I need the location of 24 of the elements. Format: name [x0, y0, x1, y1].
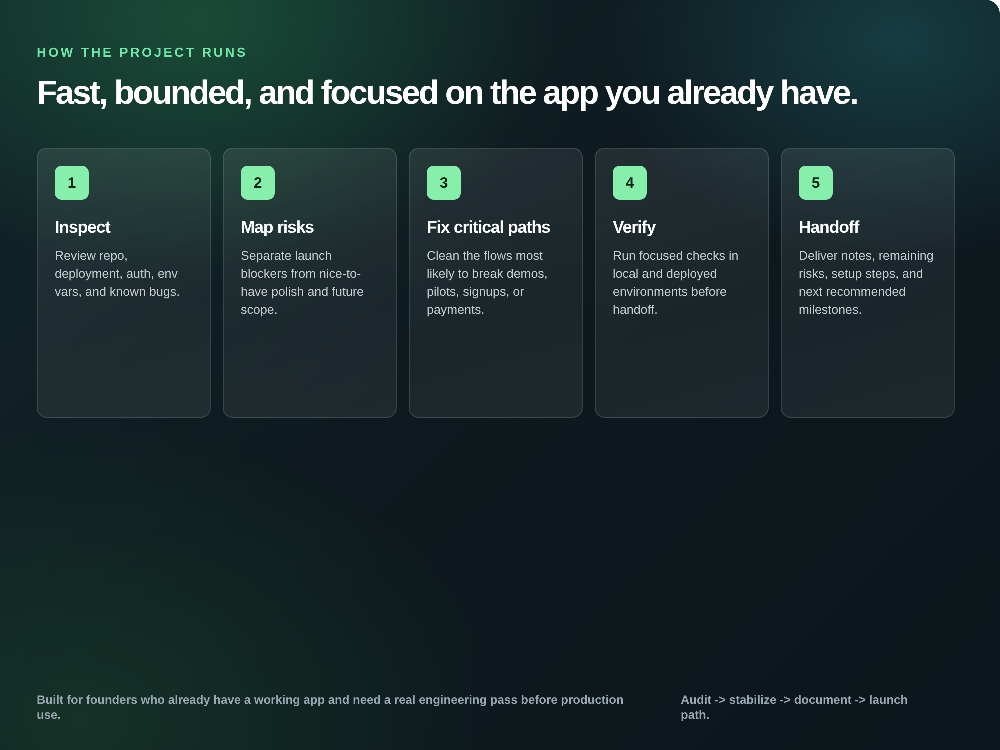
step-title: Map risks	[241, 217, 314, 239]
step-description: Separate launch blockers from nice-to-have polish and future scope.	[241, 248, 366, 319]
step-description: Clean the flows most likely to break demos, pilots, signups, or payments.	[427, 248, 549, 319]
step-card	[595, 148, 769, 418]
step-number: 3	[427, 166, 461, 200]
step-number: 4	[613, 166, 647, 200]
eyebrow-label: HOW THE PROJECT RUNS	[37, 45, 248, 61]
step-description: Run focused checks in local and deployed environments before handoff.	[613, 248, 740, 319]
page-title: Fast, bounded, and focused on the app you already have.	[37, 74, 858, 114]
step-title: Verify	[613, 217, 656, 239]
step-card	[223, 148, 397, 418]
step-title: Fix critical paths	[427, 217, 550, 239]
footer-note: Audit -> stabilize -> document -> launch path.	[681, 693, 910, 723]
step-title: Handoff	[799, 217, 860, 239]
step-description: Review repo, deployment, auth, env vars, and known bugs.	[55, 248, 182, 301]
step-card	[409, 148, 583, 418]
step-title: Inspect	[55, 217, 110, 239]
step-card	[781, 148, 955, 418]
step-number: 2	[241, 166, 275, 200]
step-number: 5	[799, 166, 833, 200]
step-number: 1	[55, 166, 89, 200]
step-description: Deliver notes, remaining risks, setup steps, and next recommended milestones.	[799, 248, 935, 319]
footer-note: Built for founders who already have a working app and need a real engineering pass before production use.	[37, 693, 625, 723]
step-card	[37, 148, 211, 418]
